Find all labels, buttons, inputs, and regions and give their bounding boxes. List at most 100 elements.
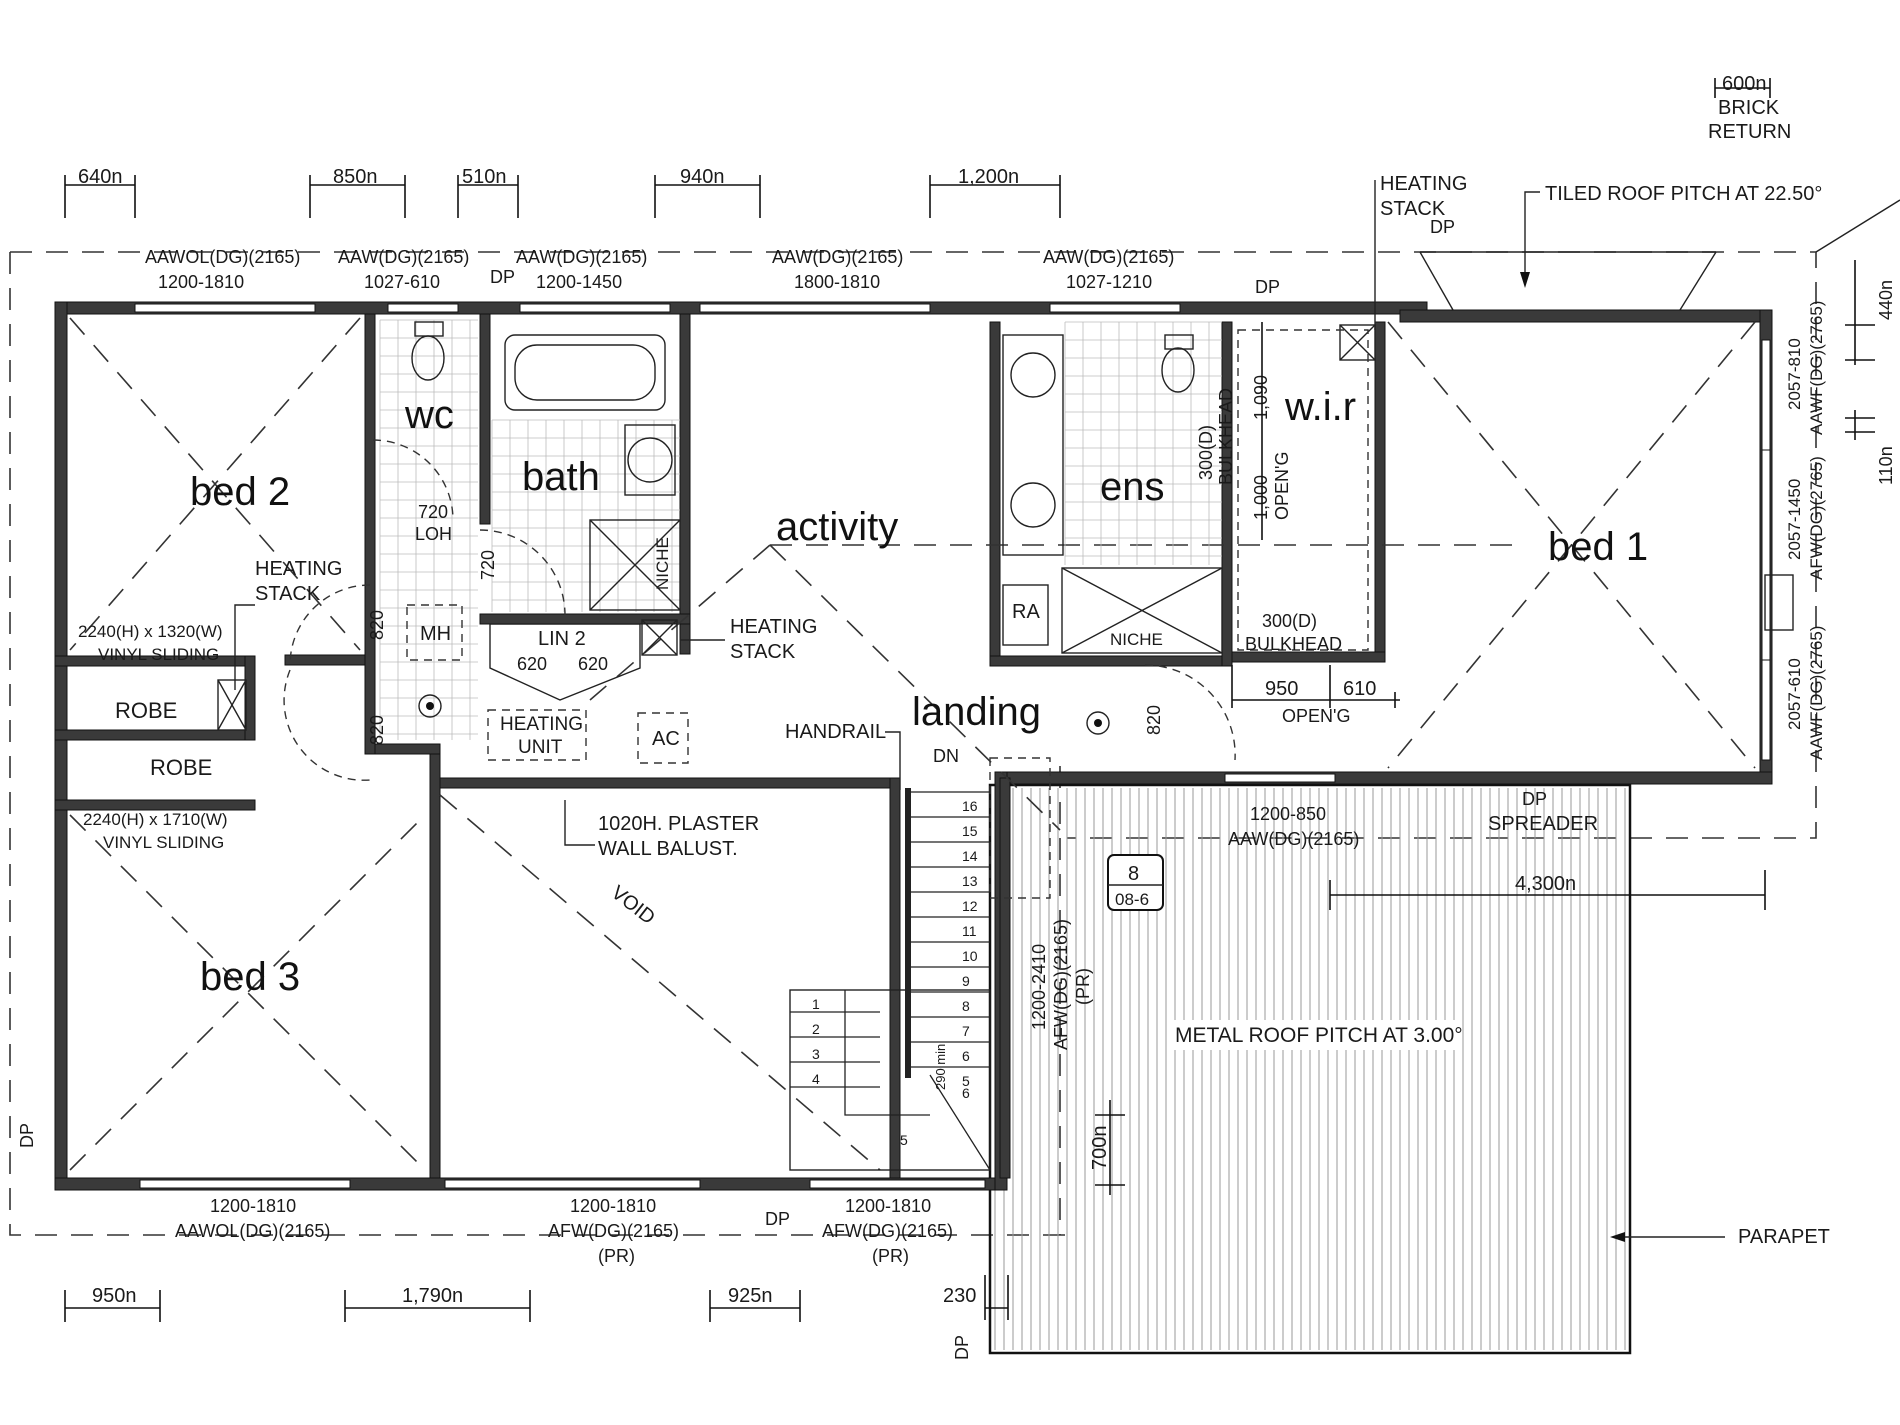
toilet — [1161, 347, 1195, 393]
note-dp: DP — [1522, 789, 1547, 809]
stair-number: 6 — [962, 1085, 970, 1101]
stair-number: 1 — [812, 996, 820, 1012]
dim-950: 950 — [1265, 678, 1298, 700]
dim-290: 290 min — [933, 1044, 948, 1090]
bathtub — [504, 334, 666, 411]
heating-unit — [487, 709, 587, 761]
note-down: DN — [933, 746, 959, 766]
basin-icon — [1010, 482, 1056, 528]
note-handrail: HANDRAIL — [785, 721, 886, 743]
note-heating-stack: HEATING — [255, 558, 342, 580]
stair-number: 4 — [812, 1071, 820, 1087]
note-loh: LOH — [415, 524, 452, 544]
dim-1790: 1,790n — [402, 1285, 463, 1307]
heating-stack-icon — [641, 619, 678, 656]
basin-icon — [627, 437, 673, 483]
note-dp: DP — [1430, 217, 1455, 237]
window-code: AAW(DG)(2165) — [1228, 829, 1359, 849]
note-robe: ROBE — [115, 698, 177, 723]
note-bulkhead: BULKHEAD — [1245, 634, 1342, 654]
dim-700: 700n — [1089, 1126, 1111, 1171]
stair-number: 5 — [900, 1132, 908, 1148]
dim-850: 850n — [333, 166, 378, 188]
window-code: AAWF(DG)(2765) — [1807, 301, 1826, 435]
window-size: 1200-2410 — [1029, 944, 1049, 1030]
brick-return-label: BRICK — [1718, 97, 1780, 119]
dim-950: 950n — [92, 1285, 137, 1307]
window-code: AAW(DG)(2165) — [1043, 247, 1174, 267]
window-code: AFW(DG)(2165) — [548, 1221, 679, 1241]
stair-number: 12 — [962, 898, 978, 914]
window-note: (PR) — [872, 1246, 909, 1266]
note-manhole: MH — [420, 623, 451, 645]
brick-return-dim: 600n — [1722, 73, 1767, 95]
note-sliding-door: VINYL SLIDING — [103, 833, 224, 852]
window-note: (PR) — [1073, 968, 1093, 1005]
metal-roof-hatch — [994, 788, 1626, 1350]
window-size: 1200-1810 — [210, 1196, 296, 1216]
right-window-labels: 2057-810 AAWF(DG)(2765) 2057-1450 AFW(DG… — [1785, 260, 1896, 760]
window-size: 1200-1810 — [845, 1196, 931, 1216]
note-tiled-roof: TILED ROOF PITCH AT 22.50° — [1545, 183, 1822, 205]
stair-number: 8 — [962, 998, 970, 1014]
stair-number: 11 — [962, 923, 977, 939]
note-heating-stack: HEATING — [730, 616, 817, 638]
stair-number: 2 — [812, 1021, 820, 1037]
dim-110: 110n — [1876, 446, 1896, 485]
room-label-wir: w.i.r — [1284, 385, 1356, 429]
heating-stack-icon — [217, 679, 247, 731]
brick-return-note: 600n BRICK RETURN — [1708, 73, 1791, 143]
fixtures — [217, 321, 1794, 899]
bottom-dimensions: 950n 1,790n 925n — [64, 1285, 801, 1322]
annotations: HEATING STACK DP TILED ROOF PITCH AT 22.… — [17, 173, 1830, 1360]
room-diagonals — [69, 317, 1756, 1171]
note-balustrade: 1020H. PLASTER — [598, 813, 759, 835]
room-label-wc: wc — [404, 393, 454, 437]
stair-number: 5 — [962, 1073, 970, 1089]
window-size: 1800-1810 — [794, 272, 880, 292]
note-linen: LIN 2 — [538, 628, 586, 650]
window-code: AAWOL(DG)(2165) — [175, 1221, 330, 1241]
smoke-detector-icon — [1086, 711, 1110, 735]
dim-230: 230 — [943, 1285, 976, 1307]
brick-return-label-2: RETURN — [1708, 121, 1791, 143]
note-robe: ROBE — [150, 755, 212, 780]
room-label-bed-2: bed 2 — [190, 470, 290, 514]
shower — [1061, 567, 1223, 654]
stair-number: 15 — [962, 823, 978, 839]
window-size: 1200-1810 — [570, 1196, 656, 1216]
window-openings — [134, 303, 1771, 1189]
stair-number: 6 — [962, 1048, 970, 1064]
window-code: AFW(DG)(2765) — [1807, 456, 1826, 580]
toilet — [411, 335, 445, 381]
stair-number: 7 — [962, 1023, 970, 1039]
note-parapet: PARAPET — [1738, 1226, 1830, 1248]
window-size: 2057-1450 — [1785, 479, 1804, 560]
ac-unit — [637, 712, 689, 764]
dim-440: 440n — [1876, 280, 1896, 320]
heating-stack-icon — [1339, 324, 1376, 361]
window-size: 1200-1450 — [536, 272, 622, 292]
top-window-labels: AAWOL(DG)(2165) 1200-1810 AAW(DG)(2165) … — [145, 247, 1174, 292]
dim-510: 510n — [462, 166, 507, 188]
room-label-landing: landing — [912, 690, 1041, 734]
dim-820: 820 — [367, 715, 387, 745]
room-label-activity: activity — [776, 505, 898, 549]
roof-outline — [9, 199, 1900, 1236]
note-opening: OPEN'G — [1282, 706, 1350, 726]
stair-number: 3 — [812, 1046, 820, 1062]
note-stack: STACK — [255, 583, 321, 605]
note-balustrade: WALL BALUST. — [598, 838, 738, 860]
stair-lower-flight — [789, 989, 991, 1171]
note-sliding-door: VINYL SLIDING — [98, 645, 219, 664]
dim-610: 610 — [1343, 678, 1376, 700]
room-labels: bed 2 bed 3 bed 1 wc bath activity ens w… — [190, 385, 1648, 999]
window-size: 2057-810 — [1785, 338, 1804, 410]
dim-1200: 1,200n — [958, 166, 1019, 188]
interior-walls — [54, 313, 1386, 1179]
window-size: 1027-610 — [364, 272, 440, 292]
dim-620: 620 — [578, 654, 608, 674]
section-marker-sheet: 08-6 — [1115, 890, 1149, 909]
dim-720: 720 — [478, 550, 498, 580]
